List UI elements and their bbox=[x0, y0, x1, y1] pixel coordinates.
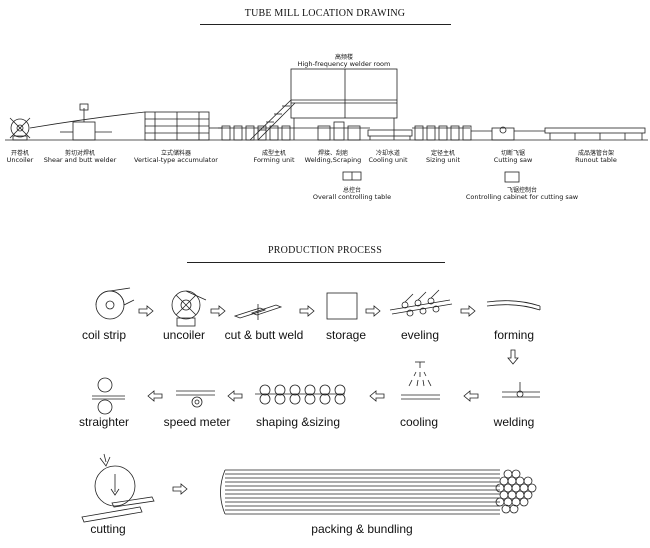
control-overall-cn: 总控台 bbox=[342, 187, 362, 194]
shaping-sizing-icon bbox=[255, 384, 346, 405]
arrow-right-icon bbox=[138, 305, 154, 317]
station-accumulator-cn: 立式储料器 bbox=[160, 150, 192, 157]
coil-strip-icon bbox=[95, 287, 135, 320]
welder-room-label-en: High-frequency welder room bbox=[297, 60, 391, 68]
step-label-forming: forming bbox=[493, 328, 535, 342]
step-label-packing-bundling: packing & bundling bbox=[311, 522, 413, 536]
station-sizing-en: Sizing unit bbox=[425, 156, 461, 164]
arrow-down-icon bbox=[507, 349, 519, 365]
step-label-cutting: cutting bbox=[90, 522, 126, 536]
uncoiler-machine bbox=[9, 117, 31, 141]
arrow-right-icon bbox=[299, 305, 315, 317]
station-shear-cn: 剪切对焊机 bbox=[64, 150, 96, 157]
storage-icon bbox=[326, 292, 358, 320]
station-shear-en: Shear and butt welder bbox=[43, 156, 117, 164]
runout-table-machine bbox=[544, 127, 646, 140]
vertical-accumulator-machine bbox=[144, 111, 222, 141]
leveling-icon bbox=[389, 289, 453, 317]
arrow-left-icon bbox=[227, 390, 243, 402]
station-cooling-en: Cooling unit bbox=[368, 156, 408, 164]
arrow-left-icon bbox=[147, 390, 163, 402]
process-title-underline bbox=[187, 262, 445, 263]
sizing-unit-machine bbox=[412, 125, 472, 141]
arrow-left-icon bbox=[463, 390, 479, 402]
step-label-cooling: cooling bbox=[399, 415, 439, 429]
welder-room-label-cn: 高频楼 bbox=[334, 54, 354, 61]
step-label-cut-butt-weld: cut & butt weld bbox=[224, 328, 304, 342]
step-label-storage: storage bbox=[325, 328, 367, 342]
title-underline bbox=[200, 24, 451, 25]
step-label-shaping-sizing: shaping &sizing bbox=[255, 415, 341, 429]
arrow-right-icon bbox=[172, 483, 188, 495]
control-saw-en: Controlling cabinet for cutting saw bbox=[465, 193, 579, 201]
station-accumulator-en: Vertical-type accumulator bbox=[134, 156, 218, 164]
uncoiler-icon bbox=[171, 290, 207, 327]
cutting-saw-machine bbox=[471, 126, 545, 141]
location-drawing-title: TUBE MILL LOCATION DRAWING bbox=[244, 8, 406, 19]
step-label-speed-meter: speed meter bbox=[163, 415, 231, 429]
cooling-unit-machine bbox=[367, 129, 413, 140]
step-label-straighter: straighter bbox=[78, 415, 130, 429]
station-sizing-cn: 定径主机 bbox=[430, 150, 456, 157]
strip-line bbox=[29, 111, 146, 129]
arrow-right-icon bbox=[460, 305, 476, 317]
arrow-left-icon bbox=[369, 390, 385, 402]
cooling-icon bbox=[401, 361, 440, 400]
welder-room-building bbox=[249, 68, 398, 141]
welding-icon bbox=[502, 382, 540, 398]
station-forming-en: Forming unit bbox=[253, 156, 295, 164]
station-saw-en: Cutting saw bbox=[493, 156, 533, 164]
straighter-icon bbox=[92, 377, 125, 415]
packing-bundling-icon bbox=[220, 469, 537, 515]
step-label-eveling: eveling bbox=[400, 328, 440, 342]
station-forming-cn: 成型主机 bbox=[261, 150, 287, 157]
control-overall-en: Overall controlling table bbox=[312, 193, 392, 201]
speed-meter-icon bbox=[176, 390, 215, 408]
forming-icon bbox=[486, 300, 541, 311]
arrow-right-icon bbox=[210, 305, 226, 317]
cut-butt-weld-icon bbox=[233, 304, 283, 320]
station-uncoiler-en: Uncoiler bbox=[6, 156, 34, 164]
station-saw-cn: 切断飞锯 bbox=[500, 150, 526, 157]
arrow-right-icon bbox=[365, 305, 381, 317]
cutting-saw-cabinet-icon bbox=[504, 171, 520, 183]
station-welding-en: Welding,Scraping bbox=[304, 156, 362, 164]
flow-arrows bbox=[138, 305, 519, 495]
station-cooling-cn: 冷却水道 bbox=[375, 150, 401, 157]
step-label-coil-strip: coil strip bbox=[81, 328, 127, 342]
station-runout-cn: 成品落管台架 bbox=[577, 150, 615, 157]
forming-unit-machine bbox=[218, 125, 291, 141]
step-label-welding: welding bbox=[493, 415, 535, 429]
station-uncoiler-cn: 开卷机 bbox=[10, 150, 30, 157]
production-process-title: PRODUCTION PROCESS bbox=[268, 245, 382, 256]
control-saw-cn: 飞锯控制台 bbox=[506, 187, 538, 194]
welding-scraping-machine bbox=[290, 121, 370, 141]
step-label-uncoiler: uncoiler bbox=[162, 328, 206, 342]
station-welding-cn: 焊接、刮疤 bbox=[317, 150, 349, 157]
station-runout-en: Runout table bbox=[575, 156, 617, 164]
cutting-icon bbox=[81, 453, 155, 523]
shear-butt-welder-machine bbox=[60, 103, 112, 141]
